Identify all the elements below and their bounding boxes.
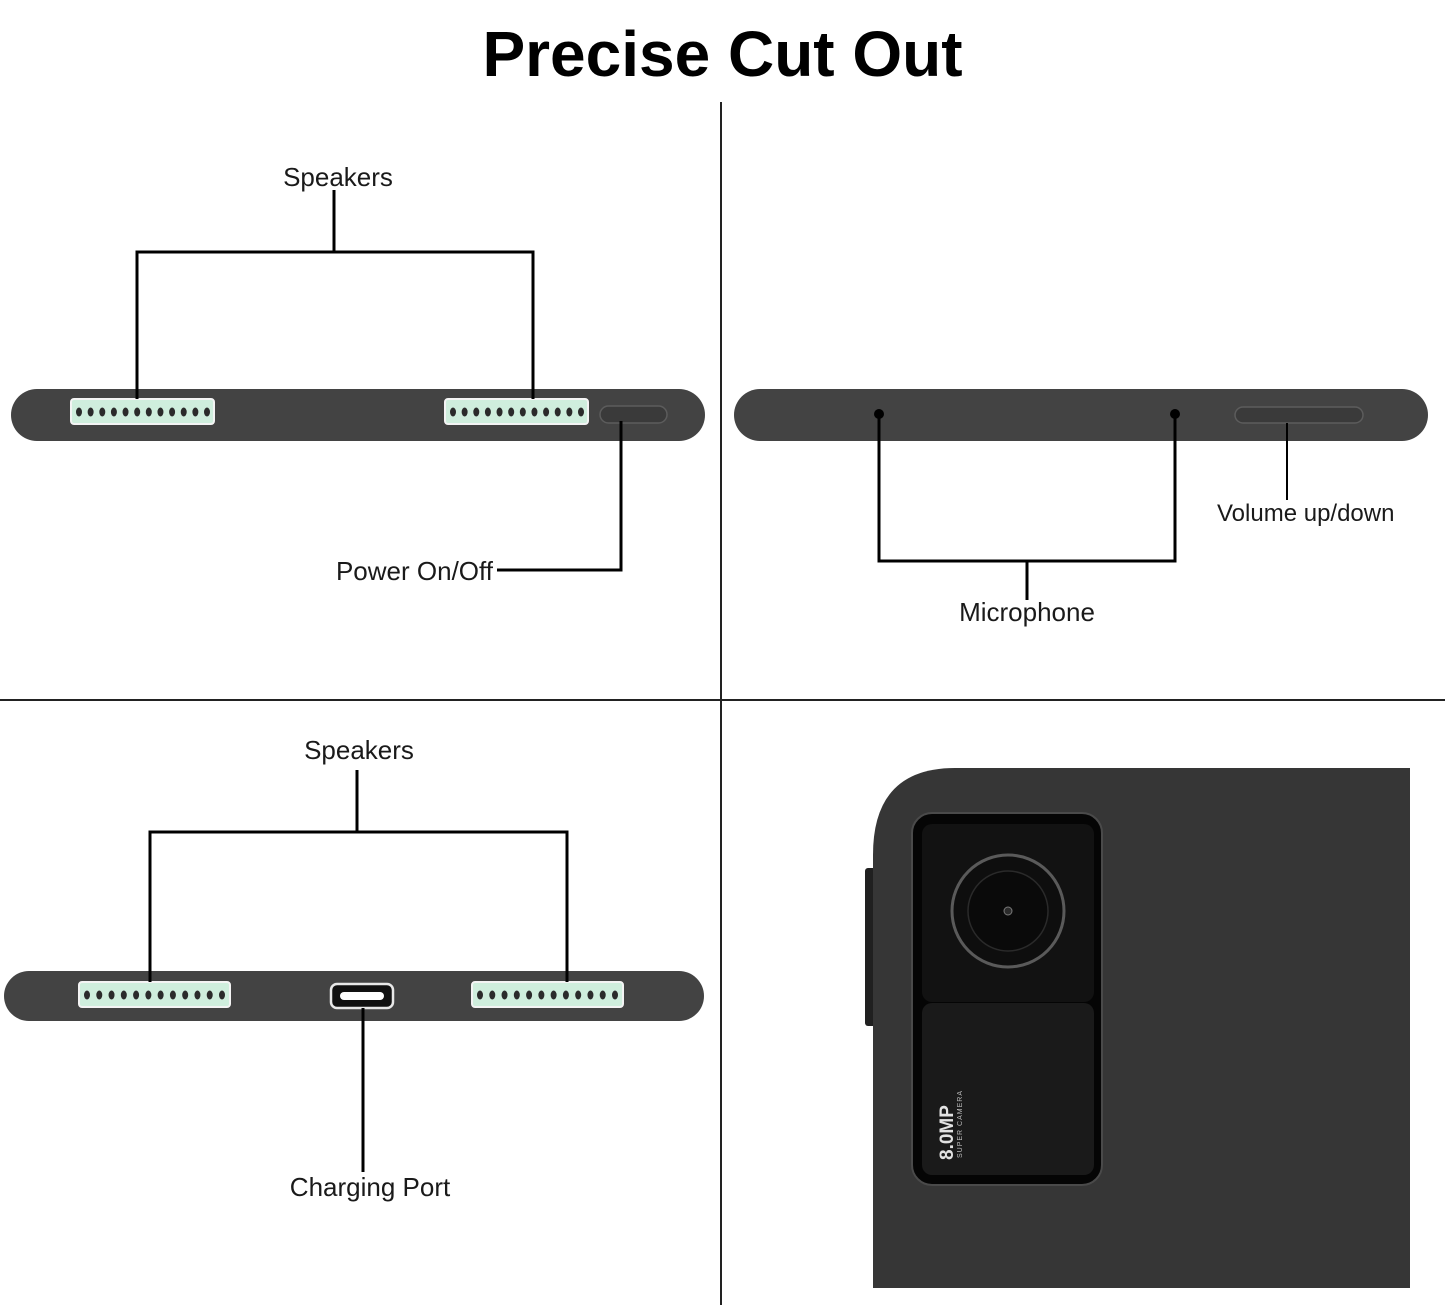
speaker-holes-left bbox=[76, 407, 210, 417]
speaker-hole bbox=[587, 990, 594, 1000]
speaker-hole bbox=[108, 990, 115, 1000]
speaker-hole bbox=[194, 990, 201, 1000]
speaker-grille-left-2 bbox=[78, 981, 231, 1008]
speaker-hole bbox=[461, 407, 468, 417]
speaker-hole bbox=[484, 407, 491, 417]
power-leader bbox=[497, 421, 623, 572]
speaker-hole bbox=[578, 407, 584, 417]
charging-label: Charging Port bbox=[289, 1172, 451, 1202]
speaker-hole bbox=[96, 990, 103, 1000]
speaker-hole bbox=[145, 407, 152, 417]
speaker-grille-left bbox=[70, 398, 215, 425]
speaker-hole bbox=[169, 407, 176, 417]
speaker-grille-right bbox=[444, 398, 589, 425]
power-label: Power On/Off bbox=[335, 556, 493, 586]
speakers-bottom-label: Speakers bbox=[304, 735, 414, 765]
speaker-hole bbox=[180, 407, 187, 417]
speaker-hole bbox=[489, 990, 496, 1000]
speaker-hole bbox=[538, 990, 545, 1000]
speaker-hole bbox=[84, 990, 90, 1000]
page-title: Precise Cut Out bbox=[482, 18, 963, 90]
speaker-hole bbox=[110, 407, 117, 417]
volume-button-cutout bbox=[1234, 406, 1364, 424]
speaker-hole bbox=[122, 407, 129, 417]
camera-caption-text: SUPER CAMERA bbox=[957, 1089, 964, 1158]
speaker-hole bbox=[206, 990, 213, 1000]
speaker-hole bbox=[554, 407, 561, 417]
speaker-hole bbox=[157, 990, 164, 1000]
speaker-hole bbox=[496, 407, 503, 417]
speaker-hole bbox=[204, 407, 210, 417]
speaker-grille-right-2 bbox=[471, 981, 624, 1008]
speaker-hole bbox=[599, 990, 606, 1000]
speaker-hole bbox=[508, 407, 515, 417]
speaker-hole bbox=[513, 990, 520, 1000]
power-button-cutout bbox=[599, 405, 668, 424]
volume-label: Volume up/down bbox=[1217, 500, 1395, 527]
speakers-top-label: Speakers bbox=[283, 162, 393, 192]
speaker-hole bbox=[477, 990, 483, 1000]
speaker-hole bbox=[550, 990, 557, 1000]
speakers-bottom-leader bbox=[148, 830, 569, 982]
speaker-holes-right-2 bbox=[477, 990, 618, 1000]
speaker-holes-right bbox=[450, 407, 584, 417]
speaker-hole bbox=[182, 990, 189, 1000]
speaker-hole bbox=[575, 990, 582, 1000]
speaker-hole bbox=[519, 407, 526, 417]
speaker-hole bbox=[562, 990, 569, 1000]
speakers-top-leader bbox=[135, 250, 535, 399]
speaker-hole bbox=[531, 407, 538, 417]
speaker-hole bbox=[501, 990, 508, 1000]
case-edge-top-right bbox=[734, 389, 1428, 441]
speaker-hole bbox=[526, 990, 533, 1000]
camera-megapixels-text: 8.0MP bbox=[937, 1105, 958, 1160]
charging-port-slot bbox=[340, 992, 384, 1000]
speaker-holes-left-2 bbox=[84, 990, 225, 1000]
camera-module-bottom bbox=[922, 1003, 1094, 1175]
speaker-hole bbox=[192, 407, 199, 417]
speaker-hole bbox=[169, 990, 176, 1000]
speaker-hole bbox=[87, 407, 94, 417]
speaker-hole bbox=[76, 407, 82, 417]
speaker-hole bbox=[450, 407, 456, 417]
speaker-hole bbox=[219, 990, 225, 1000]
speaker-hole bbox=[99, 407, 106, 417]
speaker-hole bbox=[133, 990, 140, 1000]
speaker-hole bbox=[566, 407, 573, 417]
speaker-hole bbox=[473, 407, 480, 417]
speaker-hole bbox=[134, 407, 141, 417]
speaker-hole bbox=[543, 407, 550, 417]
camera-lens-glass bbox=[1003, 906, 1013, 916]
speaker-hole bbox=[612, 990, 618, 1000]
speaker-hole bbox=[157, 407, 164, 417]
speaker-hole bbox=[120, 990, 127, 1000]
microphone-label: Microphone bbox=[959, 597, 1095, 627]
speaker-hole bbox=[145, 990, 152, 1000]
